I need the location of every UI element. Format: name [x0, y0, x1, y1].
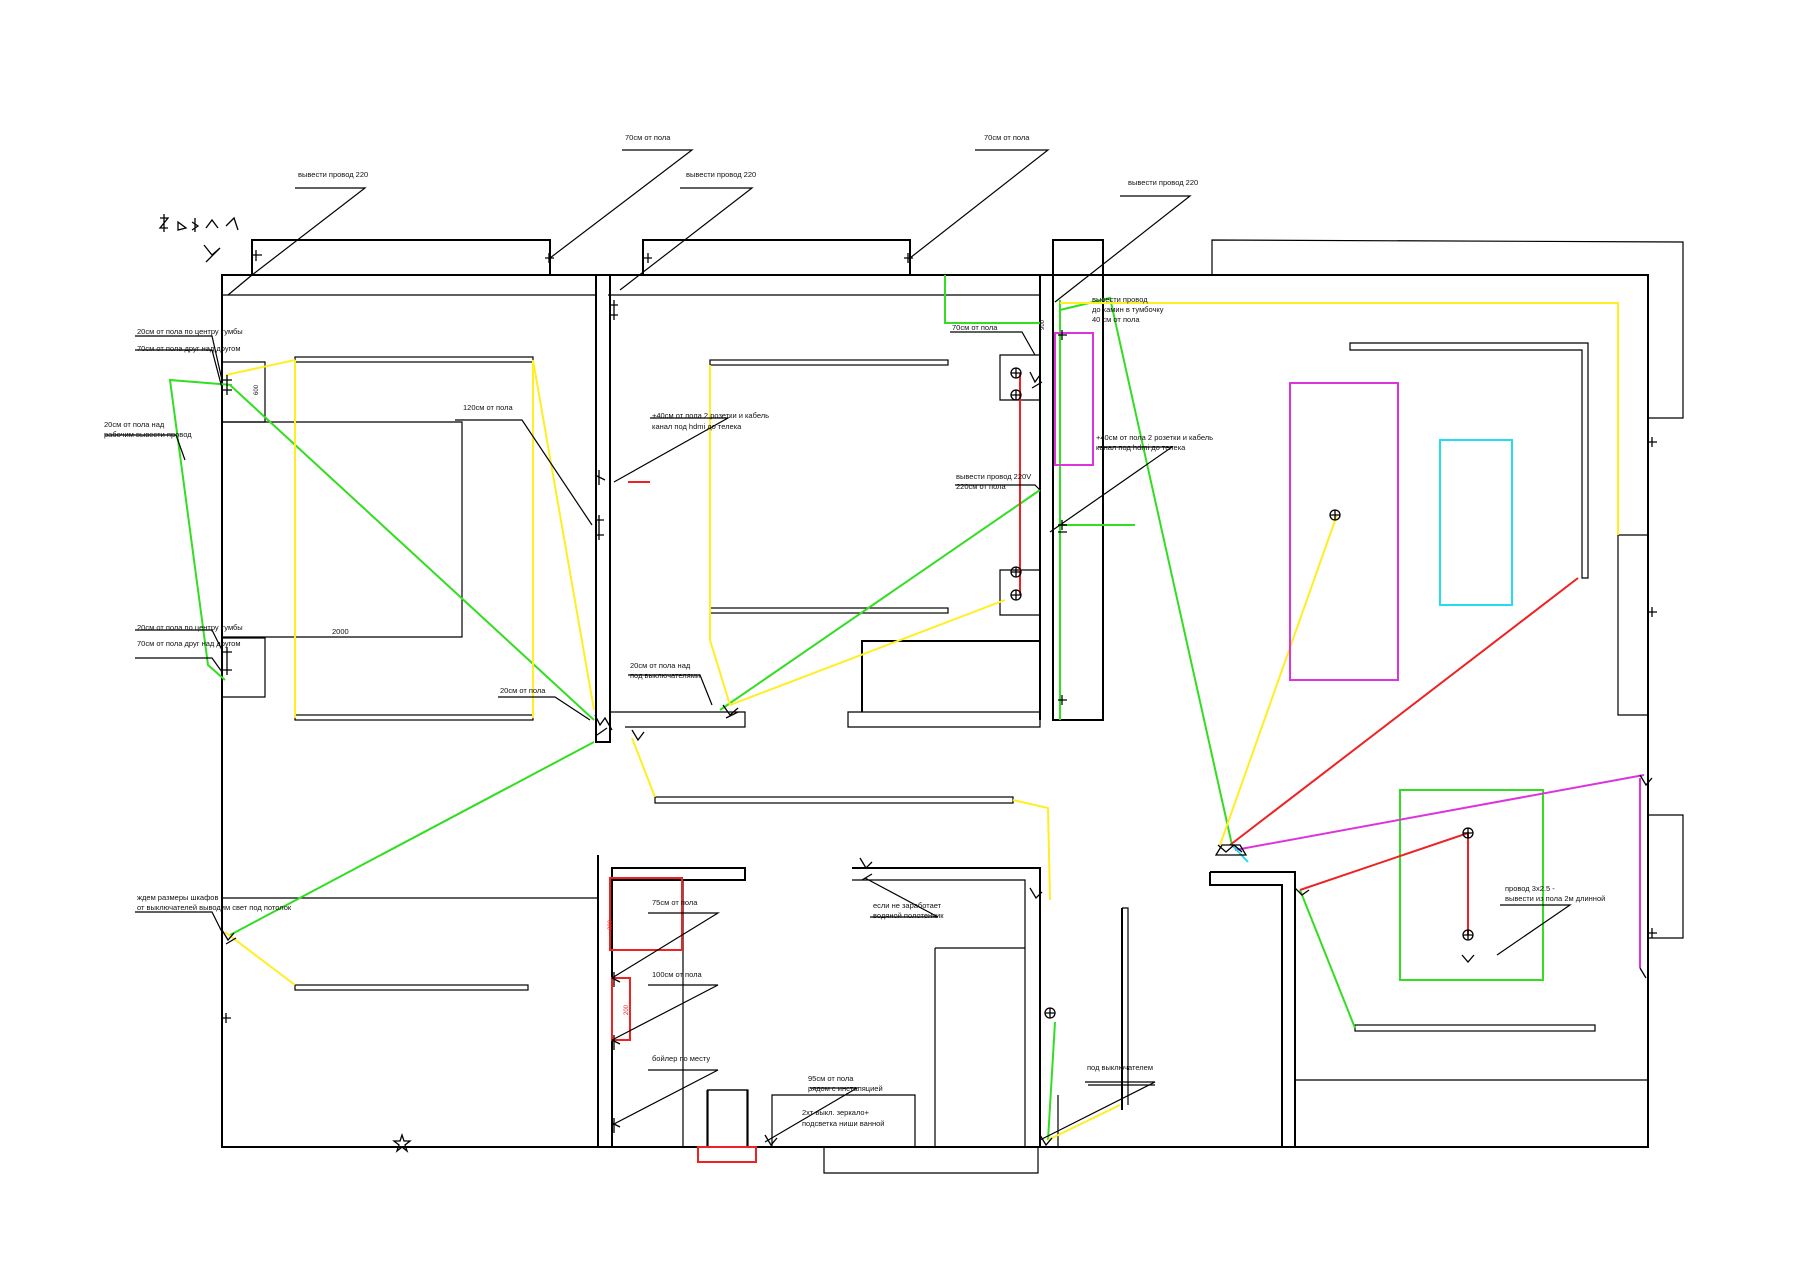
switch-icon	[594, 714, 613, 736]
star-icon	[392, 1132, 412, 1153]
label-bath-100: 100см от пола	[652, 970, 702, 979]
switch-icon	[1639, 774, 1653, 787]
socket-icon	[545, 253, 554, 263]
label-floor-120: 120см от пола	[463, 403, 513, 412]
multi-socket-icon	[1214, 844, 1248, 856]
label-small-dim-600: 600	[254, 384, 260, 395]
switch-icon	[1039, 1134, 1053, 1147]
double-socket-icon	[595, 515, 604, 540]
ceiling-light-icon	[1010, 589, 1022, 601]
fixture-symbols	[158, 214, 1657, 1153]
socket-icon	[611, 972, 621, 987]
label-top-wire-left: вывести провод 220	[298, 170, 368, 179]
double-socket-icon	[222, 375, 232, 395]
wiring-yellow	[224, 302, 1619, 1141]
socket-icon	[643, 253, 652, 263]
socket-icon	[1648, 437, 1657, 447]
ceiling-light-icon	[1462, 929, 1474, 941]
labels: вывести провод 220 70см от пола вывести …	[104, 133, 1605, 1128]
label-wire-220v-1: вывести провод 220V	[956, 472, 1031, 481]
label-wire-cabinet-2: до камин в тумбочку	[1092, 305, 1164, 314]
switch-icon	[631, 729, 645, 742]
socket-icon	[1058, 695, 1067, 705]
switch-icon	[764, 1134, 778, 1147]
label-floor-20: 20см от пола	[500, 686, 546, 695]
switch-icon	[1461, 954, 1475, 963]
label-nightstand-20-top: 20см от пола по центру тумбы	[137, 327, 243, 336]
label-top-wire-mid: вывести провод 220	[686, 170, 756, 179]
label-towel-2: водяной полотенчик	[873, 911, 944, 920]
label-tv-plus40-left-2: канал под hdmi до телека	[652, 422, 742, 431]
label-tv-plus40-right-1: +40см от пола 2 розетки и кабель	[1096, 433, 1213, 442]
label-desk-wire: рабочим вывести провод	[104, 430, 192, 439]
ceiling-light-icon	[1329, 509, 1341, 521]
ceiling-light-icon	[1462, 827, 1474, 839]
socket-icon	[594, 470, 606, 485]
double-socket-icon	[610, 300, 618, 320]
double-socket-icon	[1058, 524, 1067, 533]
label-dim-2000: 2000	[332, 627, 349, 636]
label-bath-75: 75см от пола	[652, 898, 698, 907]
label-bath-95-1: 95см от пола	[808, 1074, 854, 1083]
label-wire-220v-2: 220см от пола	[956, 482, 1006, 491]
switch-icon	[722, 704, 739, 719]
label-small-dim-300: 300	[608, 919, 614, 930]
label-top-wire-right: вывести провод 220	[1128, 178, 1198, 187]
label-under-switches: под выключателем	[1087, 1063, 1153, 1072]
switch-icon	[859, 857, 873, 881]
label-above-desk-20: 20см от пола над	[104, 420, 165, 429]
socket-icon	[1058, 330, 1067, 340]
socket-icon	[1648, 928, 1657, 938]
label-top-70-right: 70см от пола	[984, 133, 1030, 142]
wiring-green	[168, 275, 1544, 1141]
wiring-cyan	[1231, 439, 1513, 863]
switch-icon	[1217, 844, 1243, 853]
label-floor-20-switches-1: 20см от пола над	[630, 661, 691, 670]
socket-icon	[222, 1013, 231, 1023]
legend-icons	[158, 214, 239, 263]
socket-icon	[904, 253, 913, 263]
label-cable-1: провод 3х2.5 -	[1505, 884, 1555, 893]
label-wardrobe-1: ждем размеры шкафов	[137, 893, 218, 902]
ceiling-light-icon	[1044, 1007, 1056, 1019]
ceiling-light-icon	[1010, 566, 1022, 578]
label-nightstand-70-top: 70см от пола друг над другом	[137, 344, 240, 353]
socket-icon	[611, 1118, 621, 1133]
wiring-magenta	[1054, 332, 1645, 968]
label-small-dim-200: 200	[624, 1004, 630, 1015]
label-wardrobe-2: от выключателей выводим свет под потолок	[137, 903, 292, 912]
label-floor-20-switches-2: под выключателями	[630, 671, 700, 680]
label-tv-plus40-right-2: канал под hdmi до телека	[1096, 443, 1186, 452]
socket-icon	[1648, 607, 1657, 617]
ceiling-light-icon	[1010, 389, 1022, 401]
socket-icon	[252, 250, 262, 261]
walls	[221, 239, 1684, 1174]
label-tv-plus40-left-1: +40см от пола 2 розетки и кабель	[652, 411, 769, 420]
label-small-dim-900: 900	[1040, 319, 1046, 330]
wiring-red	[609, 373, 1579, 1163]
label-nightstand-70-bottom: 70см от пола друг над другом	[137, 639, 240, 648]
switch-icon	[1029, 371, 1043, 389]
label-boiler: бойлер по месту	[652, 1054, 710, 1063]
label-mirror-2: подсветка ниши ванной	[802, 1119, 885, 1128]
leader-lines	[105, 149, 1572, 1143]
label-towel-1: если не заработает	[873, 901, 942, 910]
socket-icon	[611, 1035, 621, 1050]
switch-icon	[1029, 887, 1043, 900]
switch-icon	[221, 929, 237, 945]
label-closet-70: 70см от пола	[952, 323, 998, 332]
label-bath-95-2: рядом с инсталяцией	[808, 1084, 883, 1093]
label-cable-2: вывести из пола 2м длинной	[1505, 894, 1605, 903]
label-top-70-left: 70см от пола	[625, 133, 671, 142]
label-nightstand-20-bottom: 20см от пола по центру тумбы	[137, 623, 243, 632]
ceiling-light-icon	[1010, 367, 1022, 379]
furniture	[294, 342, 1596, 1148]
label-wire-cabinet-1: вывести провод	[1092, 295, 1148, 304]
label-mirror-1: 2хт выкл. зеркало+	[802, 1108, 870, 1117]
switch-icon	[1294, 887, 1310, 896]
double-socket-icon	[222, 647, 232, 675]
switch-icon	[1639, 967, 1647, 979]
label-wire-cabinet-3: 40 см от пола	[1092, 315, 1140, 324]
